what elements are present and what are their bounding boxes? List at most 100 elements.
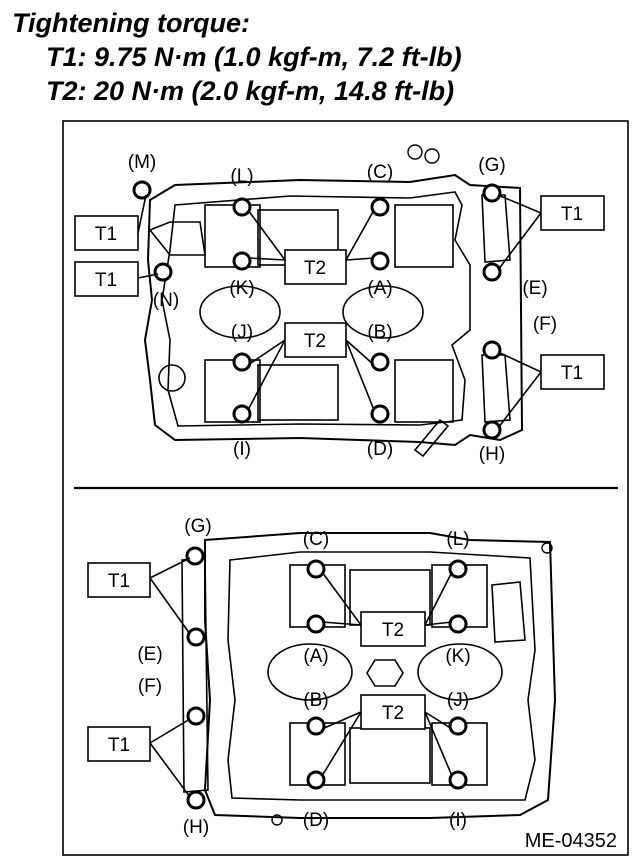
top-right-actuator-upper [481,194,511,263]
bottom-label-e: (E) [137,644,162,665]
bottom-view [181,532,557,826]
bottom-t1-box-2 [87,726,151,762]
bottom-bolt-l1 [448,559,468,579]
top-bolt-c2 [370,251,390,271]
bottom-label-j: (J) [447,690,469,711]
top-label-d: (D) [367,439,393,460]
top-boss-upper-2 [424,148,440,164]
top-t1-box-3 [540,195,605,231]
bottom-bolt-j2 [448,770,468,790]
top-bolt-l1 [232,197,252,217]
bottom-label-c: (C) [303,529,329,550]
top-leaders [137,194,542,429]
top-t1-box-4 [540,354,605,390]
top-lobe-left [199,285,281,339]
bottom-bolt-b2 [306,770,326,790]
bottom-center-nut [366,659,404,687]
torque-spec-t1: T1: 9.75 N·m (1.0 kgf-m, 7.2 ft-lb) [46,42,462,72]
bottom-bolt-e [186,627,206,647]
top-t1-box-2 [74,261,139,297]
bottom-t1-box-2-text: T1 [108,735,130,756]
bottom-bolt-g [185,546,205,566]
top-cap-upper-left [204,204,261,268]
top-label-a: (A) [367,278,392,299]
top-label-n: (N) [153,290,179,311]
top-t1-box-1 [74,215,139,251]
bottom-bolt-h [186,790,206,810]
top-bolt-l2 [232,251,252,271]
top-bolt-g [482,183,502,203]
top-bolt-j2 [232,404,252,424]
bottom-label-k: (K) [445,646,470,667]
top-cap-lower-mid [257,364,339,421]
top-t2-box-2-text: T2 [304,331,326,352]
bottom-right-actuator [491,581,526,643]
top-bolt-e [482,262,502,282]
bottom-label-f: (F) [138,676,162,697]
bottom-t2-box-2 [360,694,426,730]
top-label-c: (C) [367,162,393,183]
torque-heading: Tightening torque: T1: 9.75 N·m (1.0 kgf… [12,6,462,108]
top-view [143,144,524,458]
bottom-label-d: (D) [303,810,329,831]
bottom-label-i: (I) [449,810,467,831]
top-bolts [132,180,502,440]
top-label-f: (F) [533,314,557,335]
top-label-l: (L) [230,166,253,187]
bottom-t2-box-2-text: T2 [382,703,404,724]
top-cap-upper-right [394,204,454,268]
bottom-leaders [149,557,453,798]
bottom-t1-box-1-text: T1 [108,571,130,592]
top-boxes: T1 T1 T1 T1 T2 T2 [74,195,605,390]
top-lever-arm [413,418,450,458]
top-bolt-f [482,340,502,360]
bottom-t2-box-1-text: T2 [382,620,404,641]
top-label-h: (H) [479,444,505,465]
bottom-t2-box-1 [360,611,426,647]
top-t1-box-1-text: T1 [95,224,117,245]
bottom-label-b: (B) [303,690,328,711]
top-cap-lower-left [204,359,261,423]
bottom-t1-box-1 [87,562,151,598]
bottom-bolt-c2 [306,614,326,634]
top-bolt-h [482,420,502,440]
top-bolt-n [153,262,173,282]
bottom-label-a: (A) [303,646,328,667]
bottom-boss-right [541,542,553,554]
top-t1-box-2-text: T1 [95,270,117,291]
bottom-label-h: (H) [183,817,209,838]
top-bolt-m [132,180,152,200]
top-t1-box-4-text: T1 [561,363,583,384]
top-boss-upper [407,144,423,160]
top-t2-box-2 [284,322,347,358]
bottom-housing-outline [203,532,557,819]
top-left-actuator [148,221,206,256]
top-right-actuator-lower [481,354,511,423]
top-label-j: (J) [231,322,253,343]
top-housing-inner [161,191,471,427]
bottom-bolts [185,546,468,810]
top-bolt-b2 [370,404,390,424]
top-label-b: (B) [367,322,392,343]
top-cap-lower-right [394,359,454,423]
bottom-bolt-f [186,706,206,726]
top-label-k: (K) [229,278,254,299]
top-lobe-right [342,285,424,339]
bottom-bolt-l2 [448,614,468,634]
top-label-g: (G) [478,155,505,176]
top-bolt-j1 [232,352,252,372]
top-labels: (M) (L) (C) (G) (E) (N) (K) (A) (F) (J) … [128,152,557,465]
top-label-m: (M) [128,152,156,173]
top-boss-left [158,364,186,392]
torque-spec-t2: T2: 20 N·m (2.0 kgf-m, 14.8 ft-lb) [46,76,455,106]
bottom-labels: (G) (C) (L) (E) (A) (K) (F) (B) (J) (H) … [137,516,470,838]
top-bolt-c1 [370,197,390,217]
bottom-housing-inner [227,551,536,801]
bottom-boxes: T1 T1 T2 T2 [87,562,426,762]
top-t1-box-3-text: T1 [561,204,583,225]
bottom-label-g: (G) [184,516,211,537]
top-t2-box-1-text: T2 [304,258,326,279]
top-housing-outline [143,173,524,447]
bottom-label-l: (L) [446,529,469,550]
